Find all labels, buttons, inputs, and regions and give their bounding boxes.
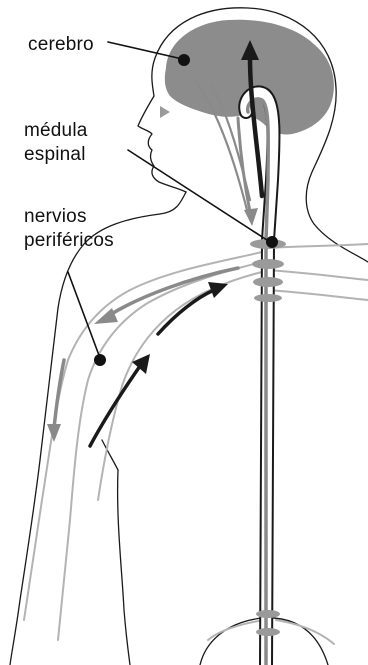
label-peripheral-nerves: nervios periféricos [24,206,114,251]
leader-nerves [68,272,100,358]
label-nerves-line1: nervios [24,206,87,227]
label-spinal-cord-line1: médula [24,120,88,141]
dot-spinal-cord [266,236,278,248]
arm-outer [10,308,58,665]
arm-inner [118,470,130,665]
label-nerves-line2: periféricos [24,230,114,251]
label-spinal-cord: médula espinal [24,120,93,165]
leader-brain [108,42,178,58]
arrow-shoulder-inward [158,282,228,334]
label-spinal-cord-line2: espinal [24,144,86,165]
label-brain: cerebro [28,34,94,55]
arrow-arm-up [90,354,150,446]
peripheral-nerves [24,244,368,644]
dot-nerves [94,354,106,366]
dot-brain [178,54,190,66]
ear [160,106,170,118]
arrow-arm-down [47,360,64,442]
